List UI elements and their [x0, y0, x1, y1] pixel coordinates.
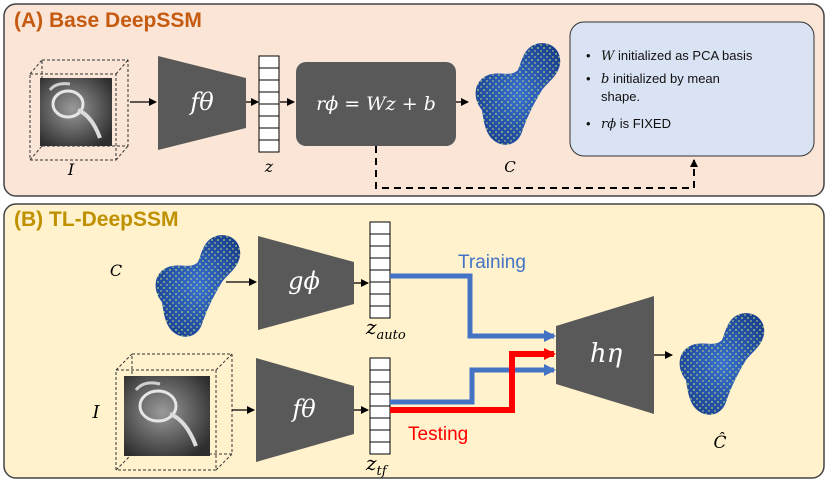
notes-list: • W initialized as PCA basis • b initial…: [586, 48, 753, 132]
svg-text:b initialized by mean: b initialized by mean: [601, 71, 720, 87]
encoder-g-phi: [258, 236, 354, 330]
training-path-auto: [390, 273, 556, 342]
output-label-a: C: [504, 158, 516, 176]
dashed-connector: [375, 146, 698, 189]
panel-b-title: (B) TL-DeepSSM: [14, 208, 179, 231]
latent-label-z: z: [264, 157, 274, 176]
notes-box: [569, 21, 815, 157]
linear-map-label: rϕ = Wz + b: [316, 93, 436, 115]
latent-vector-z-tf: [369, 357, 391, 455]
input-label-a: I: [67, 160, 75, 179]
image-input-label: I: [91, 402, 100, 423]
latent-vector-z-auto: [369, 221, 391, 319]
input-image-cube-a: [29, 59, 129, 161]
output-label-b: Ĉ: [713, 432, 726, 453]
svg-text:W initialized as PCA basis: W initialized as PCA basis: [601, 48, 753, 64]
shape-input-label: C: [110, 261, 122, 280]
image-encoder-label: fθ: [290, 395, 316, 423]
panel-a-title: (A) Base DeepSSM: [14, 9, 202, 32]
note-symbol-r: rϕ: [601, 117, 616, 132]
decoder-label: hη: [590, 339, 623, 369]
testing-path: [390, 348, 556, 413]
note-symbol-w: W: [601, 49, 616, 64]
svg-text:rϕ is FIXED: rϕ is FIXED: [601, 116, 671, 132]
decoder-h-eta: [556, 296, 654, 414]
linear-map-r-phi: [296, 62, 456, 146]
svg-text:•: •: [586, 48, 591, 63]
latent-vector-z: [258, 55, 280, 153]
femur-shape-output: [679, 313, 765, 415]
femur-shape-a: [475, 43, 561, 145]
note-text-shape: shape.: [601, 89, 640, 104]
testing-label: Testing: [408, 424, 468, 445]
tf-latent-subscript: tf: [377, 464, 389, 479]
auto-latent-subscript: auto: [377, 328, 406, 343]
autoencoder-label: gϕ: [288, 267, 320, 295]
training-label: Training: [458, 252, 526, 273]
input-image-cube-b: [115, 353, 233, 471]
note-text-b: initialized by mean: [609, 71, 720, 86]
encoder-label-a: fθ: [188, 88, 214, 116]
svg-text:•: •: [586, 71, 591, 86]
note-text-w: initialized as PCA basis: [614, 48, 753, 63]
femur-shape-input: [155, 235, 241, 337]
note-symbol-b: b: [601, 72, 609, 87]
svg-text:•: •: [586, 116, 591, 131]
encoder-f-theta-a: [158, 56, 246, 150]
encoder-f-theta-b: [256, 358, 354, 462]
note-text-r: is FIXED: [616, 116, 671, 131]
